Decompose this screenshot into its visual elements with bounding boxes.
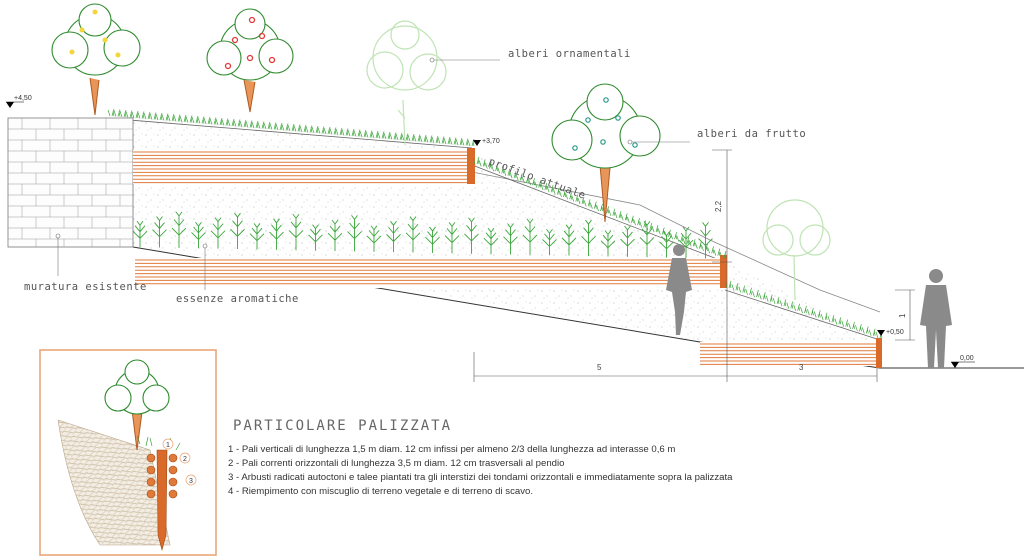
dimension-vertical-main (712, 149, 732, 263)
palisade-lower (700, 338, 882, 368)
callout-3: 3 (189, 478, 193, 485)
human-silhouette-slope (666, 244, 692, 335)
dimension-vertical-small (895, 289, 915, 341)
dimension-height-small: 1 (898, 313, 907, 318)
callout-2: 2 (183, 456, 187, 463)
dimension-horizontal-left: 5 (597, 363, 602, 372)
elevation-marker-mid: +3,70 (473, 138, 500, 146)
palisade-middle (135, 255, 727, 288)
label-muratura-esistente: muratura esistente (24, 281, 147, 293)
grass-strip (107, 108, 883, 339)
elevation-ground-text: 0,00 (960, 355, 974, 362)
tree-fruit-right (551, 83, 661, 223)
dimension-horizontal-right: 3 (799, 363, 804, 372)
ornamental-tree-ghost-right (762, 199, 831, 301)
dimension-horizontal (473, 262, 878, 382)
ornamental-tree-ghost (366, 20, 447, 146)
detail-note-3: 3 - Arbusti radicati autoctoni e talee p… (228, 472, 733, 483)
leader-lines (57, 59, 690, 290)
detail-title: PARTICOLARE PALIZZATA (233, 418, 452, 434)
detail-note-2: 2 - Pali correnti orizzontali di lunghez… (228, 458, 564, 469)
elevation-low-text: +0,50 (886, 329, 904, 336)
callout-1: 1 (166, 442, 170, 449)
elevation-mid-text: +3,70 (482, 138, 500, 145)
dimension-height-main: 2,2 (714, 200, 723, 212)
tree-top-left (51, 3, 141, 116)
existing-profile-line (471, 171, 881, 313)
palisade-upper (133, 148, 475, 184)
label-alberi-da-frutto: alberi da frutto (697, 128, 806, 140)
existing-masonry-wall (7, 117, 134, 248)
tree-fruit-red (206, 8, 294, 113)
elevation-marker-top: +4,50 (6, 95, 32, 108)
elevation-marker-ground: 0,00 (951, 355, 975, 368)
aromatic-shrubs-row (132, 211, 713, 259)
detail-note-1: 1 - Pali verticali di lunghezza 1,5 m di… (228, 444, 675, 455)
label-essenze-aromatiche: essenze aromatiche (176, 293, 299, 305)
human-silhouette-ground (920, 269, 952, 368)
label-alberi-ornamentali: alberi ornamentali (508, 48, 631, 60)
elevation-marker-low: +0,50 (877, 329, 904, 336)
detail-inset: 1 2 3 (39, 349, 217, 556)
elevation-top-text: +4,50 (14, 95, 32, 102)
detail-note-4: 4 - Riempimento con miscuglio di terreno… (228, 486, 533, 497)
